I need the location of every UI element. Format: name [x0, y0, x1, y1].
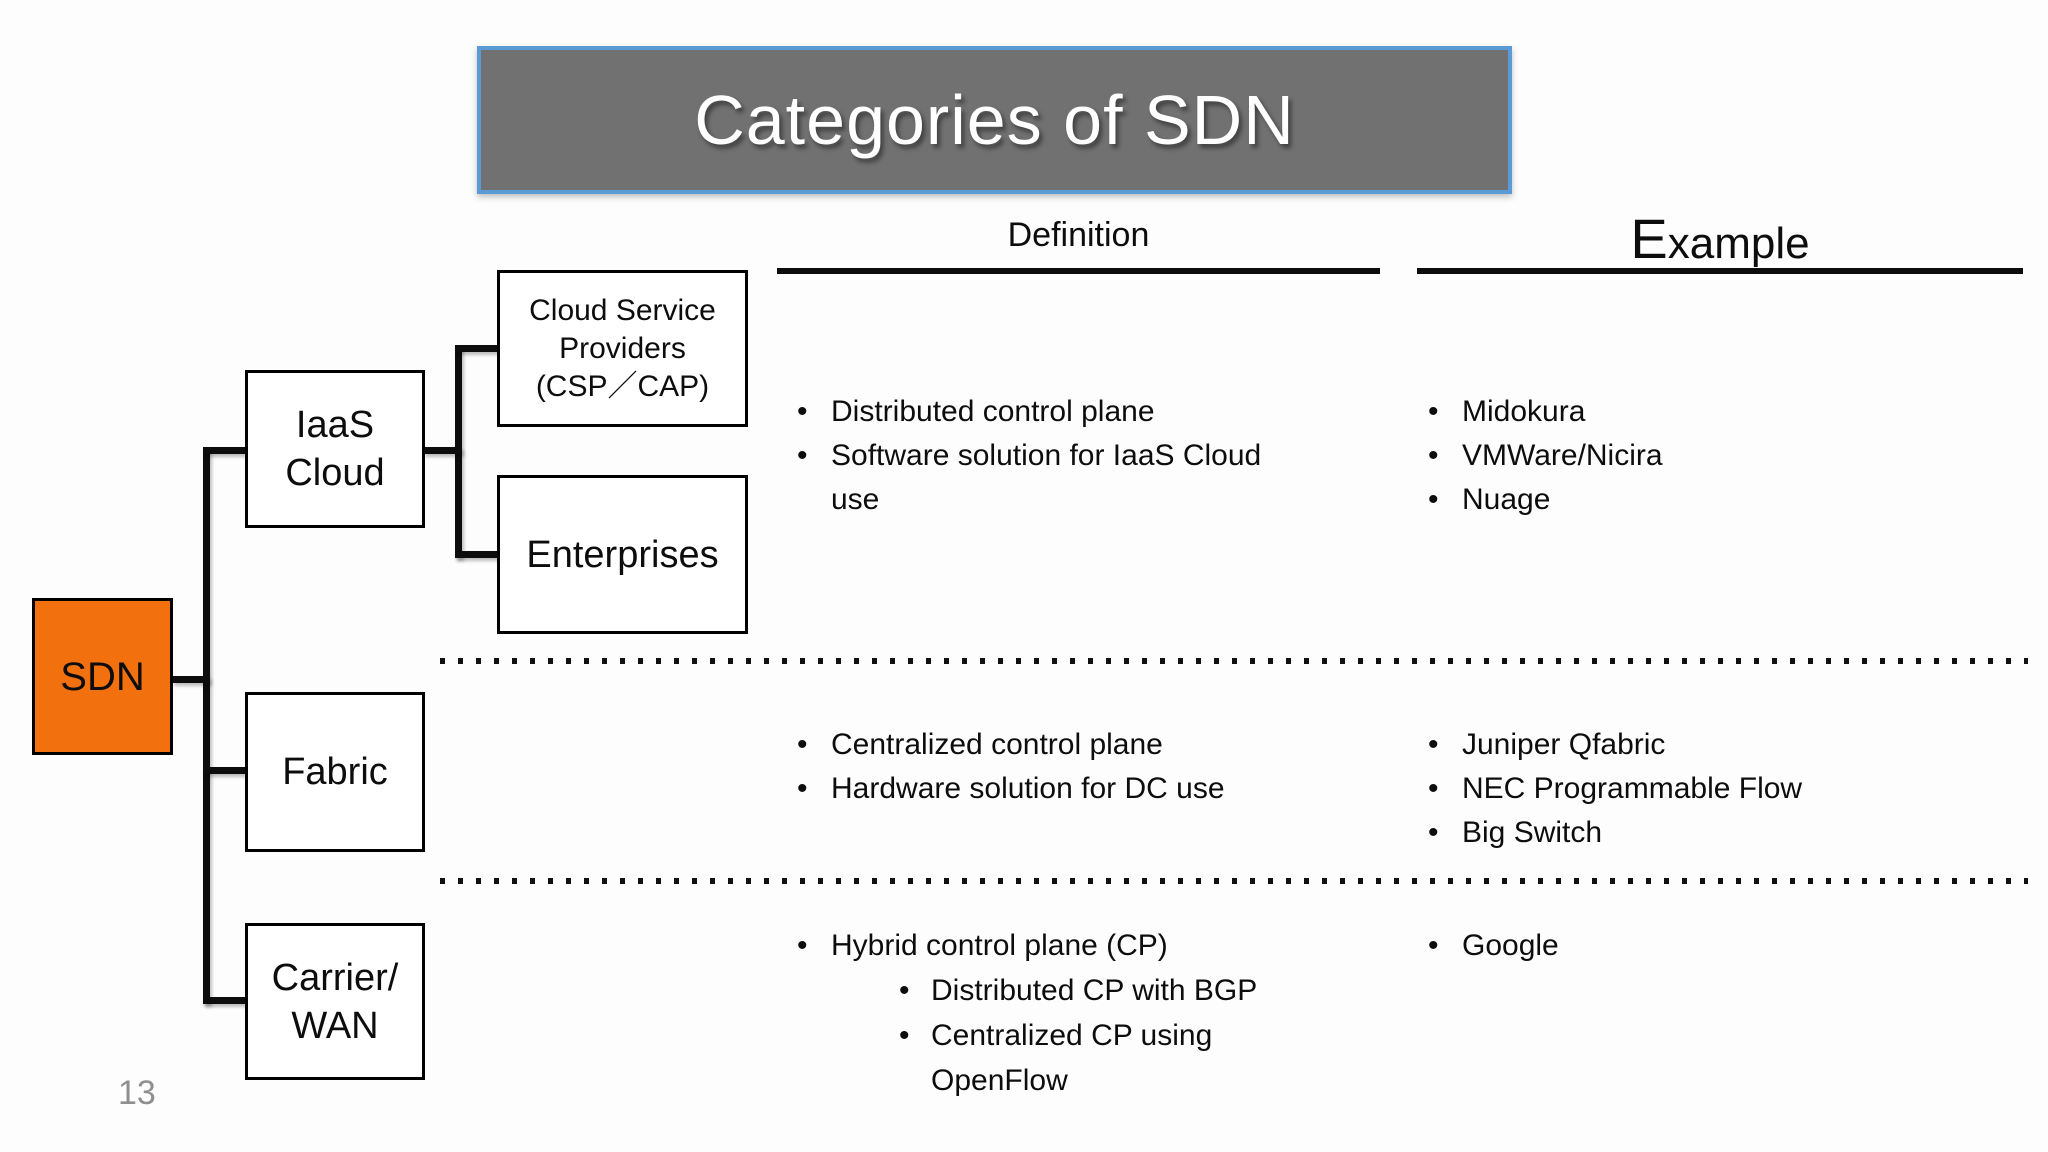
- bullet-icon: •: [1428, 728, 1439, 761]
- definition-list-iaas: • Distributed control plane • Software s…: [797, 390, 1261, 522]
- list-item: • NEC Programmable Flow: [1428, 767, 1802, 811]
- list-item-text: Centralized CP using OpenFlow: [931, 1019, 1213, 1097]
- list-item-text: Midokura: [1462, 395, 1586, 428]
- list-item: • Hybrid control plane (CP): [797, 924, 1437, 968]
- node-fabric-label: Fabric: [282, 751, 388, 793]
- page-title: Categories of SDN: [694, 81, 1295, 159]
- bullet-icon: •: [1428, 439, 1439, 472]
- list-item-text: Hybrid control plane (CP): [831, 929, 1168, 962]
- list-item-text: Distributed control plane: [831, 395, 1155, 428]
- example-header-rest: xample: [1667, 219, 1810, 268]
- connector-enterprises-stub: [455, 551, 500, 558]
- bullet-icon: •: [1428, 929, 1439, 962]
- list-item-text: Big Switch: [1462, 816, 1603, 849]
- list-item: • Centralized control plane: [797, 723, 1225, 767]
- node-carrier-wan: Carrier/ WAN: [245, 923, 425, 1080]
- node-iaas-cloud: IaaS Cloud: [245, 370, 425, 528]
- list-item-text: Google: [1462, 929, 1559, 962]
- row-separator-2: [440, 878, 2028, 884]
- node-sdn-label: SDN: [60, 654, 145, 699]
- title-bar: Categories of SDN: [477, 46, 1512, 194]
- list-item-text: Juniper Qfabric: [1462, 728, 1666, 761]
- definition-header-label: Definition: [1007, 216, 1150, 254]
- list-item: • VMWare/Nicira: [1428, 434, 1663, 478]
- node-fabric: Fabric: [245, 692, 425, 852]
- list-item-text: VMWare/Nicira: [1462, 439, 1663, 472]
- list-item: • Big Switch: [1428, 811, 1802, 855]
- bullet-icon: •: [1428, 395, 1439, 428]
- list-item-text: Software solution for IaaS Cloud use: [831, 439, 1262, 516]
- list-item: • Distributed CP with BGP: [899, 968, 1539, 1013]
- bullet-icon: •: [797, 439, 808, 472]
- bullet-icon: •: [797, 772, 808, 805]
- bullet-icon: •: [899, 1019, 910, 1052]
- list-item-text: NEC Programmable Flow: [1462, 772, 1803, 805]
- definition-sublist-carrier: • Distributed CP with BGP • Centralized …: [899, 968, 1539, 1103]
- list-item-text: Distributed CP with BGP: [931, 974, 1258, 1007]
- list-item: • Centralized CP using OpenFlow: [899, 1013, 1539, 1103]
- example-header-underline: [1417, 268, 2023, 274]
- node-sdn: SDN: [32, 598, 173, 755]
- node-enterprises-label: Enterprises: [526, 533, 719, 576]
- list-item: • Distributed control plane: [797, 390, 1261, 434]
- row-separator-1: [440, 658, 2028, 664]
- list-item-text: Hardware solution for DC use: [831, 772, 1225, 805]
- list-item: • Nuage: [1428, 478, 1663, 522]
- bullet-icon: •: [899, 974, 910, 1007]
- definition-column-header: Definition: [777, 216, 1380, 255]
- list-item-text: Nuage: [1462, 483, 1551, 516]
- node-cloud-service-providers: Cloud Service Providers (CSP／CAP): [497, 270, 748, 427]
- definition-list-carrier: • Hybrid control plane (CP): [797, 924, 1437, 968]
- node-enterprises: Enterprises: [497, 475, 748, 634]
- bullet-icon: •: [797, 929, 808, 962]
- node-carrier-wan-label: Carrier/ WAN: [271, 956, 399, 1047]
- example-list-carrier: • Google: [1428, 924, 1559, 968]
- bullet-icon: •: [1428, 772, 1439, 805]
- list-item: • Midokura: [1428, 390, 1663, 434]
- node-csp-label: Cloud Service Providers (CSP／CAP): [529, 293, 716, 403]
- node-iaas-cloud-label: IaaS Cloud: [285, 404, 385, 494]
- bullet-icon: •: [1428, 816, 1439, 849]
- bullet-icon: •: [797, 395, 808, 428]
- definition-list-fabric: • Centralized control plane • Hardware s…: [797, 723, 1225, 811]
- bullet-icon: •: [797, 728, 808, 761]
- connector-sdn-stub: [172, 676, 210, 683]
- page-number: 13: [118, 1074, 156, 1112]
- list-item-text: Centralized control plane: [831, 728, 1163, 761]
- connector-root-trunk: [203, 447, 210, 1004]
- connector-iaas-out-stub: [423, 447, 462, 454]
- list-item: • Google: [1428, 924, 1559, 968]
- connector-fabric-stub: [203, 767, 248, 774]
- example-list-iaas: • Midokura • VMWare/Nicira • Nuage: [1428, 390, 1663, 522]
- example-list-fabric: • Juniper Qfabric • NEC Programmable Flo…: [1428, 723, 1802, 855]
- list-item: • Hardware solution for DC use: [797, 767, 1225, 811]
- list-item: • Juniper Qfabric: [1428, 723, 1802, 767]
- connector-carrier-stub: [203, 997, 248, 1004]
- connector-iaas-stub: [203, 447, 248, 454]
- example-header-initial: E: [1630, 207, 1668, 270]
- definition-header-underline: [777, 268, 1380, 274]
- list-item: • Software solution for IaaS Cloud use: [797, 434, 1261, 522]
- bullet-icon: •: [1428, 483, 1439, 516]
- connector-csp-stub: [455, 345, 500, 352]
